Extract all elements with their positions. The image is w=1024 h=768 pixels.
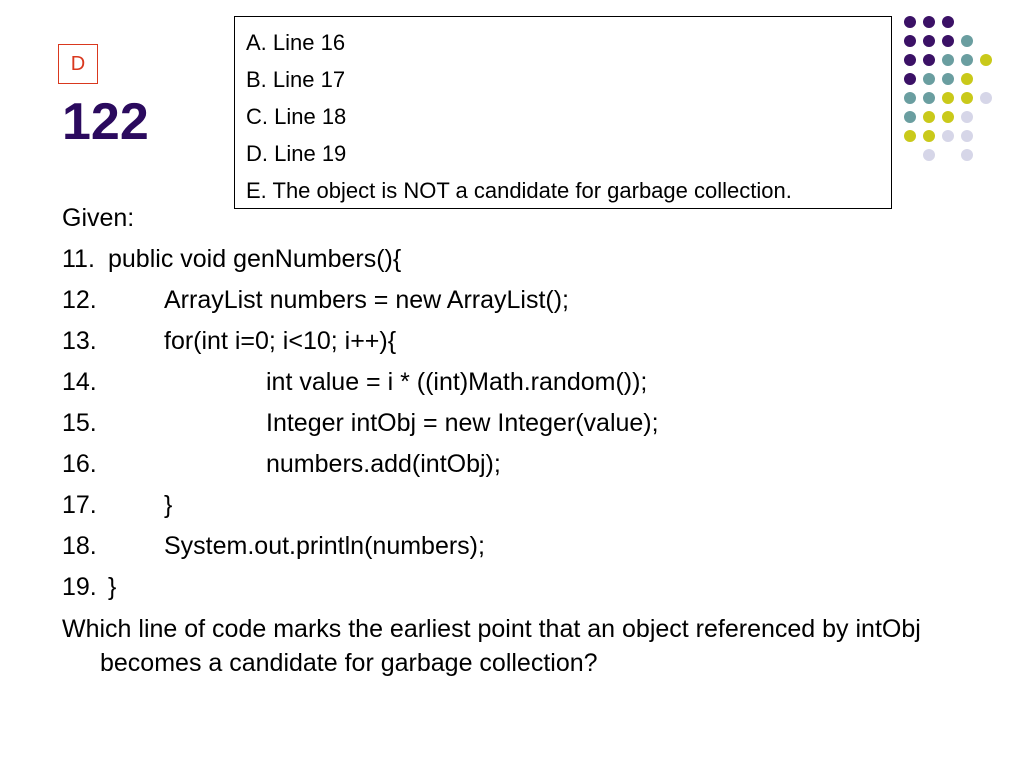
code-line-text: Integer intObj = new Integer(value); [266, 409, 659, 437]
decor-dot [904, 54, 916, 66]
code-line-number: 13. [62, 327, 97, 355]
decor-dot [904, 73, 916, 85]
code-line-number: 19. [62, 573, 97, 601]
decor-dot [923, 111, 935, 123]
slide-number: 122 [62, 93, 149, 151]
decor-dot [923, 130, 935, 142]
code-line-text: } [108, 573, 117, 601]
answer-badge: D [58, 44, 98, 84]
code-line-text: } [164, 491, 173, 519]
decor-dot [942, 73, 954, 85]
option-c: C. Line 18 [246, 104, 347, 129]
decor-dot [961, 130, 973, 142]
code-line-text: numbers.add(intObj); [266, 450, 501, 478]
code-line-text: int value = i * ((int)Math.random()); [266, 368, 648, 396]
decor-dot [904, 130, 916, 142]
given-label: Given: [62, 204, 135, 232]
code-line-text: for(int i=0; i<10; i++){ [164, 327, 397, 355]
decor-dot [980, 92, 992, 104]
decor-dot [961, 73, 973, 85]
decor-dot [904, 35, 916, 47]
option-e: E. The object is NOT a candidate for gar… [246, 178, 792, 203]
decor-dot [942, 111, 954, 123]
code-line-text: System.out.println(numbers); [164, 532, 485, 560]
decor-dot [923, 73, 935, 85]
decor-dot [942, 16, 954, 28]
option-b: B. Line 17 [246, 67, 346, 92]
code-line-number: 15. [62, 409, 97, 437]
code-line-text: public void genNumbers(){ [108, 245, 402, 273]
code-listing: 11. public void genNumbers(){ 12. ArrayList… [62, 239, 982, 608]
option-d: D. Line 19 [246, 141, 347, 166]
code-line-number: 16. [62, 450, 97, 478]
option-a: A. Line 16 [246, 30, 346, 55]
code-line: 11. public void genNumbers(){ [62, 239, 982, 280]
code-line-number: 11. [62, 245, 95, 273]
code-line-number: 12. [62, 286, 97, 314]
decor-dot [923, 92, 935, 104]
decor-dot [904, 16, 916, 28]
decorative-dot-grid [904, 16, 1014, 166]
decor-dot [942, 35, 954, 47]
decor-dot [961, 92, 973, 104]
decor-dot [942, 130, 954, 142]
code-line-number: 17. [62, 491, 97, 519]
decor-dot [904, 111, 916, 123]
decor-dot [923, 16, 935, 28]
decor-dot [942, 54, 954, 66]
code-line: 12. ArrayList numbers = new ArrayList(); [62, 280, 982, 321]
code-line: 16. numbers.add(intObj); [62, 444, 982, 485]
answer-options-box: A. Line 16 B. Line 17 C. Line 18 D. Line… [234, 16, 892, 209]
code-line: 15. Integer intObj = new Integer(value); [62, 403, 982, 444]
decor-dot [923, 35, 935, 47]
decor-dot [980, 54, 992, 66]
decor-dot [923, 54, 935, 66]
code-line-number: 18. [62, 532, 97, 560]
code-line: 13. for(int i=0; i<10; i++){ [62, 321, 982, 362]
question-content: Given: 11. public void genNumbers(){ 12. Ar… [62, 198, 982, 680]
code-line: 14. int value = i * ((int)Math.random()); [62, 362, 982, 403]
decor-dot [904, 92, 916, 104]
code-line-number: 14. [62, 368, 97, 396]
code-line: 17.} [62, 485, 982, 526]
code-line: 19.} [62, 567, 982, 608]
answer-label: D [70, 52, 86, 75]
code-line-text: ArrayList numbers = new ArrayList(); [164, 286, 569, 314]
decor-dot [961, 54, 973, 66]
decor-dot [961, 35, 973, 47]
decor-dot [942, 92, 954, 104]
decor-dot [961, 111, 973, 123]
question-text: Which line of code marks the earliest po… [62, 615, 921, 677]
code-line: 18. System.out.println(numbers); [62, 526, 982, 567]
decor-dot [961, 149, 973, 161]
decor-dot [923, 149, 935, 161]
